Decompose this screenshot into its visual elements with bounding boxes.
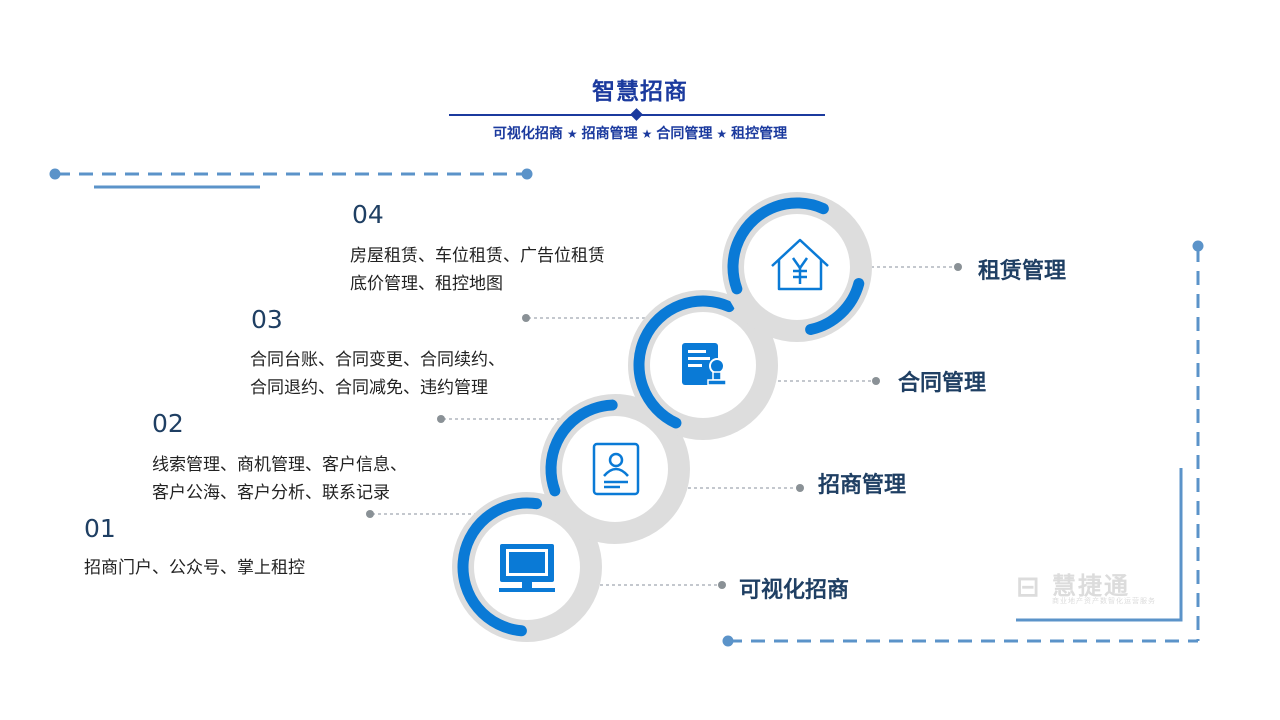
page-subtitle: 可视化招商★招商管理★合同管理★租控管理 xyxy=(400,123,880,143)
step-desc-3: 合同台账、合同变更、合同续约、 合同退约、合同减免、违约管理 xyxy=(250,346,505,402)
bottom-dashed-dot xyxy=(722,635,734,647)
subtitle-item: 可视化招商 xyxy=(492,126,563,142)
step-desc-line: 招商门户、公众号、掌上租控 xyxy=(84,558,305,578)
top-dashed-dot-right xyxy=(521,168,533,180)
star-icon: ★ xyxy=(566,127,578,141)
page-title: 智慧招商 xyxy=(592,79,688,105)
star-icon: ★ xyxy=(641,127,653,141)
step-desc-line: 房屋租赁、车位租赁、广告位租赁 xyxy=(350,246,605,266)
step-desc-line: 合同台账、合同变更、合同续约、 xyxy=(250,350,505,370)
step-label-2: 招商管理 xyxy=(818,473,907,498)
step-label-1: 可视化招商 xyxy=(739,578,850,603)
step-label-4: 租赁管理 xyxy=(978,259,1067,284)
watermark-name: 慧捷通 xyxy=(1052,572,1130,600)
step-desc-line: 合同退约、合同减免、违约管理 xyxy=(250,378,488,398)
top-dashed-dot-left xyxy=(49,168,61,180)
connector-dot-left-3 xyxy=(437,415,445,423)
step-desc-line: 客户公海、客户分析、联系记录 xyxy=(152,483,390,503)
connector-dot-left-2 xyxy=(366,510,374,518)
id-card-icon xyxy=(592,442,640,496)
house-yen-icon xyxy=(771,238,829,291)
ring-step-2 xyxy=(540,394,690,544)
bottom-solid-corner xyxy=(1016,468,1183,622)
subtitle-item: 合同管理 xyxy=(656,126,713,142)
monitor-icon xyxy=(499,544,555,592)
star-icon: ★ xyxy=(716,127,728,141)
title-diamond xyxy=(630,108,643,121)
step-number-4: 04 xyxy=(352,200,384,229)
step-number-2: 02 xyxy=(152,409,184,438)
watermark-logo: ⊟ 慧捷通 商业地产资产数智化运营服务 xyxy=(1016,566,1166,606)
step-desc-line: 底价管理、租控地图 xyxy=(350,274,503,294)
step-desc-line: 线索管理、商机管理、客户信息、 xyxy=(152,455,407,475)
subtitle-item: 招商管理 xyxy=(581,126,638,142)
step-desc-4: 房屋租赁、车位租赁、广告位租赁 底价管理、租控地图 xyxy=(350,242,605,298)
right-dashed-dot xyxy=(1192,240,1204,252)
connector-dot-right-4 xyxy=(954,263,962,271)
ring-step-3 xyxy=(628,290,778,440)
step-number-3: 03 xyxy=(251,305,283,334)
connector-dot-right-3 xyxy=(872,377,880,385)
connector-dot-right-1 xyxy=(718,581,726,589)
connector-dot-left-4 xyxy=(522,314,530,322)
logo-mark-icon: ⊟ xyxy=(1016,570,1040,603)
step-desc-1: 招商门户、公众号、掌上租控 xyxy=(84,554,305,582)
step-number-1: 01 xyxy=(84,514,116,543)
step-label-3: 合同管理 xyxy=(898,371,987,396)
contract-seal-icon xyxy=(682,343,727,386)
ring-step-1 xyxy=(452,492,602,642)
watermark-tagline: 商业地产资产数智化运营服务 xyxy=(1052,597,1156,605)
connector-dot-right-2 xyxy=(796,484,804,492)
step-desc-2: 线索管理、商机管理、客户信息、 客户公海、客户分析、联系记录 xyxy=(152,451,407,507)
ring-step-4 xyxy=(722,192,872,342)
subtitle-item: 租控管理 xyxy=(731,126,788,142)
